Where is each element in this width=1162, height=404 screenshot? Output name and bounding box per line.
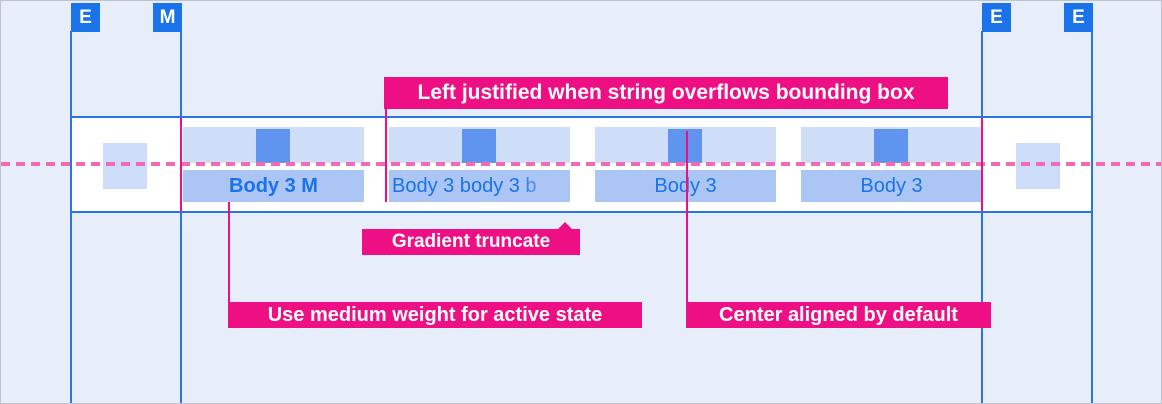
vertical-center-dashed-line	[1, 162, 1161, 166]
size-badge-e-right-2: E	[1064, 3, 1093, 32]
tab-label: Body 3 M	[183, 170, 364, 202]
tab-icon-placeholder	[668, 129, 702, 163]
tab-region-bound-left	[180, 118, 182, 211]
annotation-center-aligned: Center aligned by default	[686, 302, 991, 328]
guide-line-tab-end	[981, 31, 983, 403]
tab-label: Body 3	[801, 170, 982, 202]
leader-line-medium-weight	[228, 202, 230, 302]
leader-line-center-aligned	[686, 131, 688, 302]
size-badge-m: M	[153, 3, 182, 32]
right-margin-icon-placeholder	[1016, 143, 1060, 189]
annotation-gradient-truncate: Gradient truncate	[362, 222, 580, 255]
tab-region-bound-right	[981, 118, 983, 211]
guide-line-tab-start	[180, 31, 182, 403]
tab-icon-placeholder	[462, 129, 496, 163]
annotation-left-justified: Left justified when string overflows bou…	[384, 77, 948, 109]
annotation-medium-weight: Use medium weight for active state	[228, 302, 642, 328]
left-margin-icon-placeholder	[103, 143, 147, 189]
annotation-gradient-truncate-text: Gradient truncate	[391, 231, 551, 252]
tab-icon-placeholder	[874, 129, 908, 163]
tab-icon-placeholder	[256, 129, 290, 163]
leader-line-left-justified	[385, 109, 387, 202]
gradient-truncate-fade	[518, 170, 570, 202]
size-badge-e-left: E	[71, 3, 100, 32]
guide-line-margin-right	[1091, 31, 1093, 403]
tab-label: Body 3	[595, 170, 776, 202]
size-badge-e-right-1: E	[982, 3, 1011, 32]
guide-line-margin-left	[70, 31, 72, 403]
pointer-up-icon	[558, 222, 572, 229]
